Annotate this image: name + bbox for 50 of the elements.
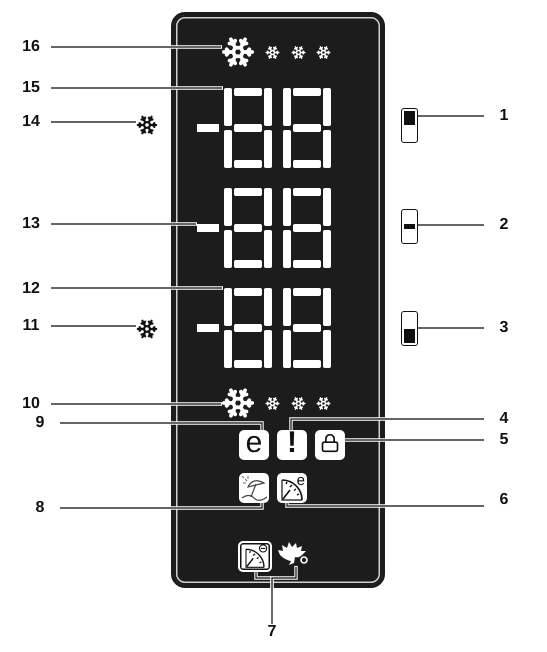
- snowflake-icon: [221, 35, 255, 69]
- callout-number: 12: [11, 281, 51, 297]
- callout-number: 9: [20, 415, 60, 431]
- leader-line: [51, 223, 196, 225]
- leader-line: [418, 115, 484, 117]
- dial-letter: e: [296, 473, 305, 488]
- digit-display: [196, 88, 332, 168]
- leader-line: [60, 503, 263, 509]
- level-indicator: [401, 311, 418, 346]
- callout-number: 3: [484, 320, 524, 336]
- callout-number: 11: [11, 318, 51, 334]
- callout-number: 13: [11, 216, 51, 232]
- dial-tile: [277, 473, 307, 503]
- letter-tile: e: [239, 430, 269, 460]
- leader-line: [271, 567, 297, 624]
- leader-line: [290, 418, 484, 430]
- level-indicator: [401, 108, 418, 143]
- callout-number: 16: [11, 39, 51, 55]
- snowflake-icon: [136, 114, 158, 136]
- callout-number: 6: [484, 492, 524, 508]
- leader-line: [51, 121, 136, 123]
- callout-number: 7: [252, 624, 292, 640]
- leader-line: [51, 46, 221, 48]
- callout-number: 1: [484, 108, 524, 124]
- leader-line: [418, 327, 484, 329]
- callout-number: 8: [20, 500, 60, 516]
- callout-number: 4: [484, 411, 524, 427]
- digit-display: [196, 288, 332, 368]
- leader-line: [345, 439, 484, 441]
- callout-number: 2: [484, 217, 524, 233]
- digit-display: [196, 188, 332, 268]
- dial-icon: [238, 541, 272, 572]
- beach-umbrella-icon: [239, 473, 269, 503]
- callout-number: 15: [11, 80, 51, 96]
- leader-line: [51, 325, 136, 327]
- snowflake-icon: [221, 386, 255, 420]
- spiky-creature-icon: [277, 541, 309, 567]
- leader-line: [51, 87, 223, 89]
- exclamation-tile: !: [277, 430, 307, 460]
- snowflake-icon: [136, 318, 158, 340]
- leader-line: [418, 224, 484, 226]
- padlock-icon: [315, 430, 345, 460]
- callout-number: 14: [11, 114, 51, 130]
- callout-number: 5: [484, 432, 524, 448]
- leader-line: [51, 287, 223, 289]
- leader-line: [286, 503, 484, 507]
- leader-line: [51, 403, 221, 405]
- callout-number: 10: [11, 396, 51, 412]
- leader-line: [60, 422, 263, 430]
- level-indicator: [401, 209, 418, 244]
